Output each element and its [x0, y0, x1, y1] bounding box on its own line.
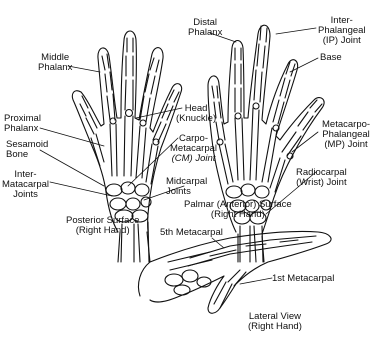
label-palmar-surface: Palmar (Anterior) Surface (Right Hand): [184, 200, 292, 220]
palmar-hand-drawing: [208, 25, 324, 262]
label-sesamoid-bone: Sesamoid Bone: [6, 140, 48, 160]
label-middle-phalanx: Middle Phalanx: [38, 53, 72, 73]
label-base: Base: [320, 53, 342, 63]
label-fifth-metacarpal: 5th Metacarpal: [160, 228, 223, 238]
label-posterior-surface: Posterior Surface (Right Hand): [66, 216, 139, 236]
label-head-knuckle: Head (Knuckle): [176, 104, 216, 124]
label-proximal-phalanx: Proximal Phalanx: [4, 114, 41, 134]
label-lateral-view: Lateral View (Right Hand): [248, 312, 302, 332]
label-midcarpal-joints: Midcarpal Joints: [166, 177, 207, 197]
label-first-metacarpal: 1st Metacarpal: [272, 274, 334, 284]
label-carpometacarpal-joint: Carpo- Metacarpal (CM) Joint: [170, 134, 217, 164]
label-intermetacarpal-joints: Inter- Matacarpal Joints: [2, 170, 49, 200]
label-distal-phalanx: Distal Phalanx: [188, 18, 222, 38]
label-radiocarpal-joint: Radiocarpal (Wrist) Joint: [296, 168, 347, 188]
label-interphalangeal-joint: Inter- Phalangeal (IP) Joint: [318, 16, 366, 46]
label-metacarpophalangeal-joint: Metacarpo- Phalangeal (MP) Joint: [322, 120, 370, 150]
